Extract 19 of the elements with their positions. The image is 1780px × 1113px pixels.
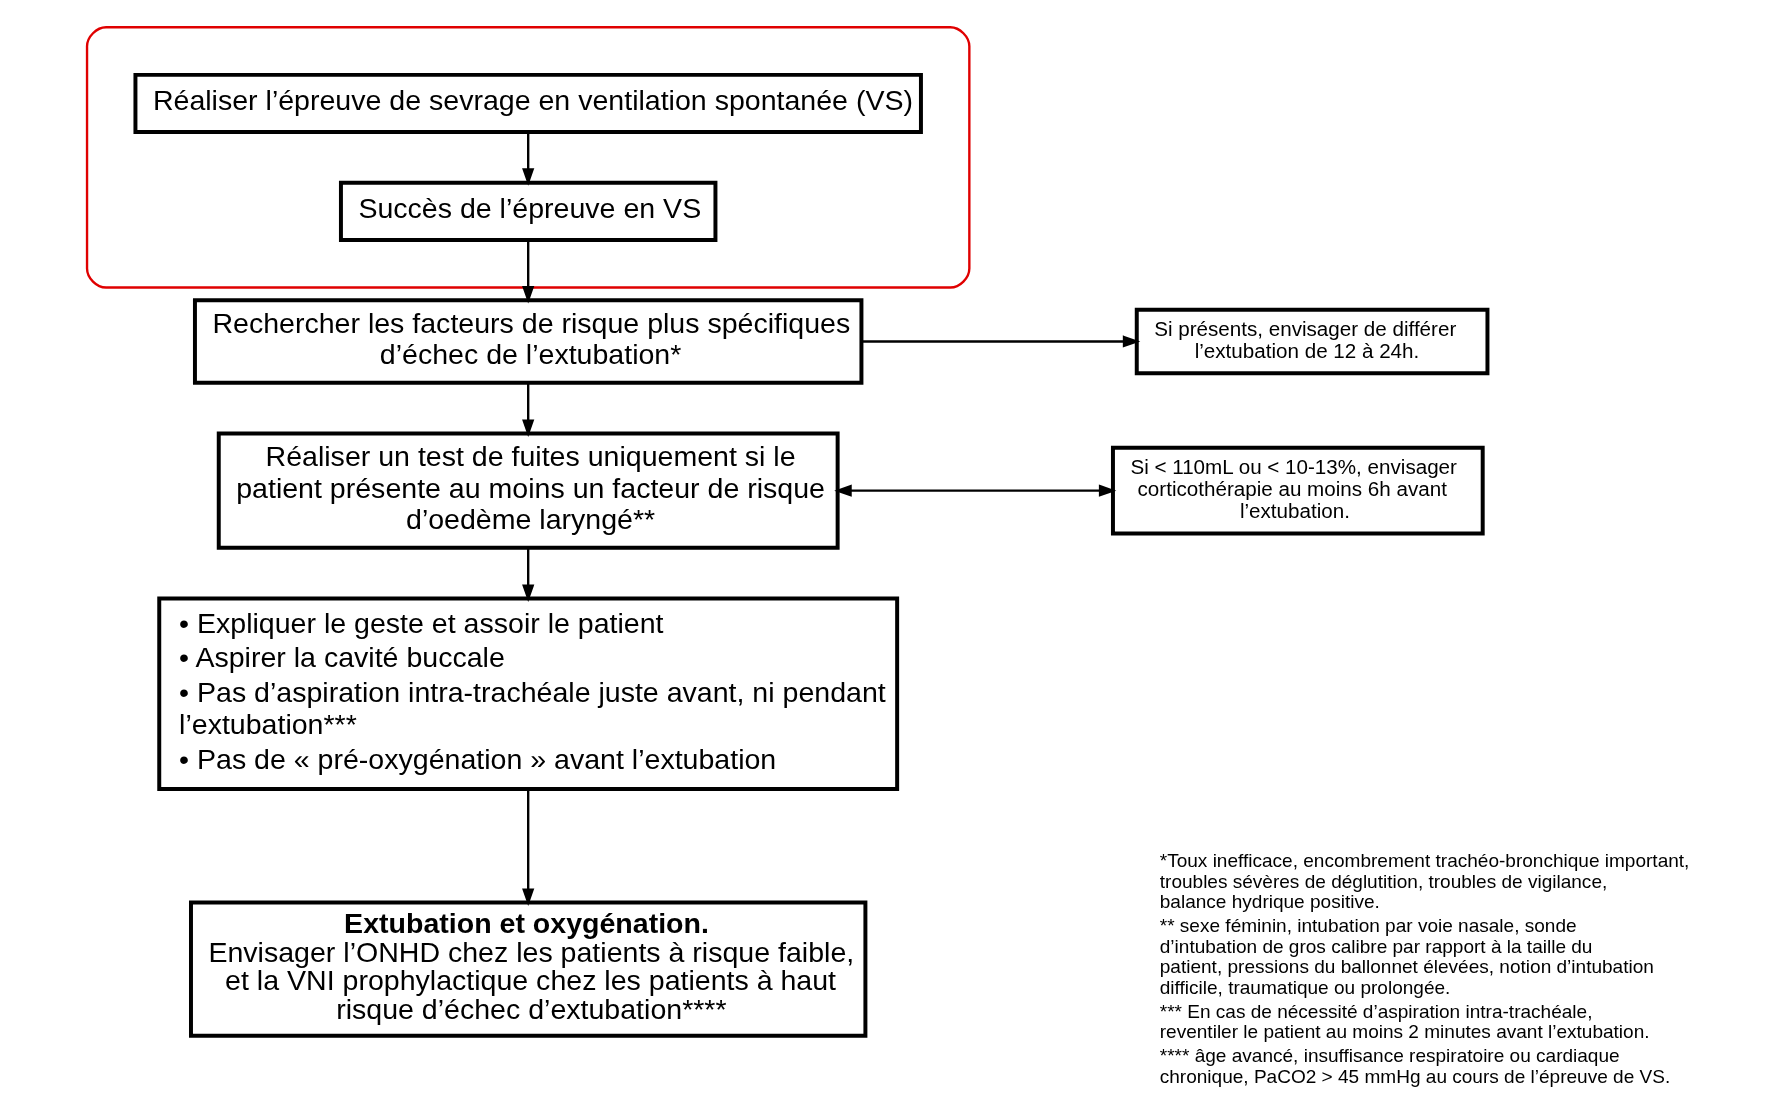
node-box: • Expliquer le geste et assoir le patient • Aspirer la cavité buccale • Pas d’aspiration intra-trachéale juste avant, ni pendant l’extubation*** • Pas de « pré-oxygénation » avant l’extubation xyxy=(157,596,900,791)
arrow xyxy=(522,789,535,906)
arrow xyxy=(522,382,535,437)
arrow xyxy=(522,240,535,304)
label: *Toux inefficace, encombrement trachéo-bronchique important, troubles sévères de déglutition, troubles de vigilance, balance hydrique positive. xyxy=(1159,849,1690,913)
node-box: Réaliser un test de fuites uniquement si le patient présente au moins un facteur de risque d’oedème laryngé** xyxy=(216,431,840,550)
node-box: Si < 110mL ou < 10-13%, envisager corticothérapie au moins 6h avant l’extubation. xyxy=(1110,445,1485,536)
node-box: Rechercher les facteurs de risque plus spécifiques d’échec de l’extubation* xyxy=(192,298,864,385)
arrow xyxy=(834,484,1117,497)
arrow xyxy=(522,547,535,603)
label: ** sexe féminin, intubation par voie nasale, sonde d’intubation de gros calibre par rapport à la taille du patient, pressions du ballonnet élevées, notion d’intubation difficile, traumatique ou prolongée. xyxy=(1159,914,1654,998)
node-box: Extubation et oxygénation. Envisager l’ONHD chez les patients à risque faible, et la VNI prophylactique chez les patients à haut risque d’échec d’extubation**** xyxy=(189,900,868,1038)
node-box: Si présents, envisager de différer l’extubation de 12 à 24h. xyxy=(1134,307,1490,376)
node-box: Réaliser l’épreuve de sevrage en ventilation spontanée (VS) xyxy=(133,72,923,134)
arrow xyxy=(522,132,535,186)
arrow xyxy=(862,335,1141,348)
label: **** âge avancé, insuffisance respiratoire ou cardiaque chronique, PaCO2 > 45 mmHg au cours de l’épreuve de VS. xyxy=(1159,1045,1671,1087)
label: *** En cas de nécessité d’aspiration intra-trachéale, reventiler le patient au moins 2 minutes avant l’extubation. xyxy=(1159,1000,1650,1043)
node-box: Succès de l’épreuve en VS xyxy=(338,180,718,242)
